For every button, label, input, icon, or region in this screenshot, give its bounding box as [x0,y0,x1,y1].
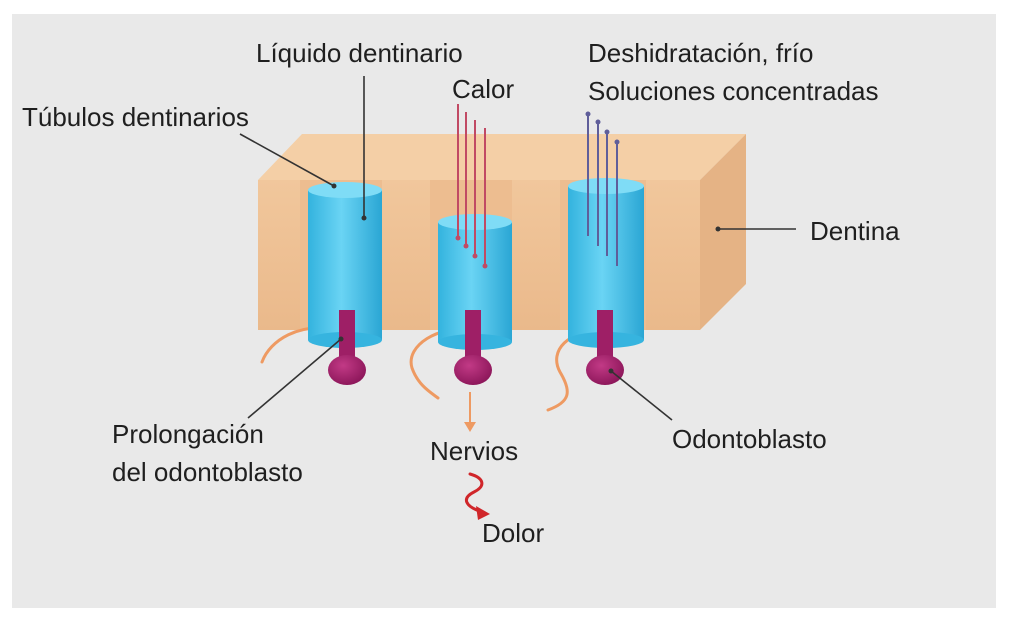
leader-lines [239,76,796,421]
odontoblast-1 [328,310,366,385]
leader-dot [331,183,337,189]
heat-line-tip [472,253,478,259]
odontoblast-process [597,310,613,360]
label-dentina: Dentina [810,216,900,246]
leader-tubulos [239,133,335,187]
cold-line-tip [585,111,591,117]
label-liquido-dentinario: Líquido dentinario [256,38,463,68]
label-nervios: Nervios [430,436,518,466]
dentin-top-face [258,134,746,180]
label-deshidratacion: Deshidratación, frío [588,38,813,68]
leader-dot [361,215,367,221]
label-prolongacion-line1: Prolongación [112,419,264,449]
tubule-top [308,182,382,198]
heat-stimulus-lines [455,104,488,269]
label-tubulos-dentinarios: Túbulos dentinarios [22,102,249,132]
label-calor: Calor [452,74,514,104]
label-prolongacion-line2: del odontoblasto [112,457,303,487]
odontoblast-2 [454,310,492,385]
odontoblast-process [465,310,481,360]
leader-dot [608,368,614,374]
leader-prolongacion [247,338,342,419]
odontoblast-process [339,310,355,360]
dentin-side-face [700,134,746,330]
odontoblast-body [454,355,492,385]
leader-dot [715,226,721,232]
leader-odontoblasto [610,370,673,421]
pain-arrow [465,472,490,520]
odontoblast-body [328,355,366,385]
leader-dot [338,336,344,342]
label-soluciones: Soluciones concentradas [588,76,879,106]
cold-line-tip [614,139,620,145]
cold-line-tip [595,119,601,125]
odontoblast-body [586,355,624,385]
cold-line-tip [604,129,610,135]
odontoblast-3 [586,310,624,385]
nerve-arrow [464,392,476,432]
label-odontoblasto: Odontoblasto [672,424,827,454]
cold-stimulus-lines [585,111,620,266]
heat-line-tip [482,263,488,269]
label-dolor: Dolor [482,518,544,548]
heat-line-tip [463,243,469,249]
heat-line-tip [455,235,461,241]
